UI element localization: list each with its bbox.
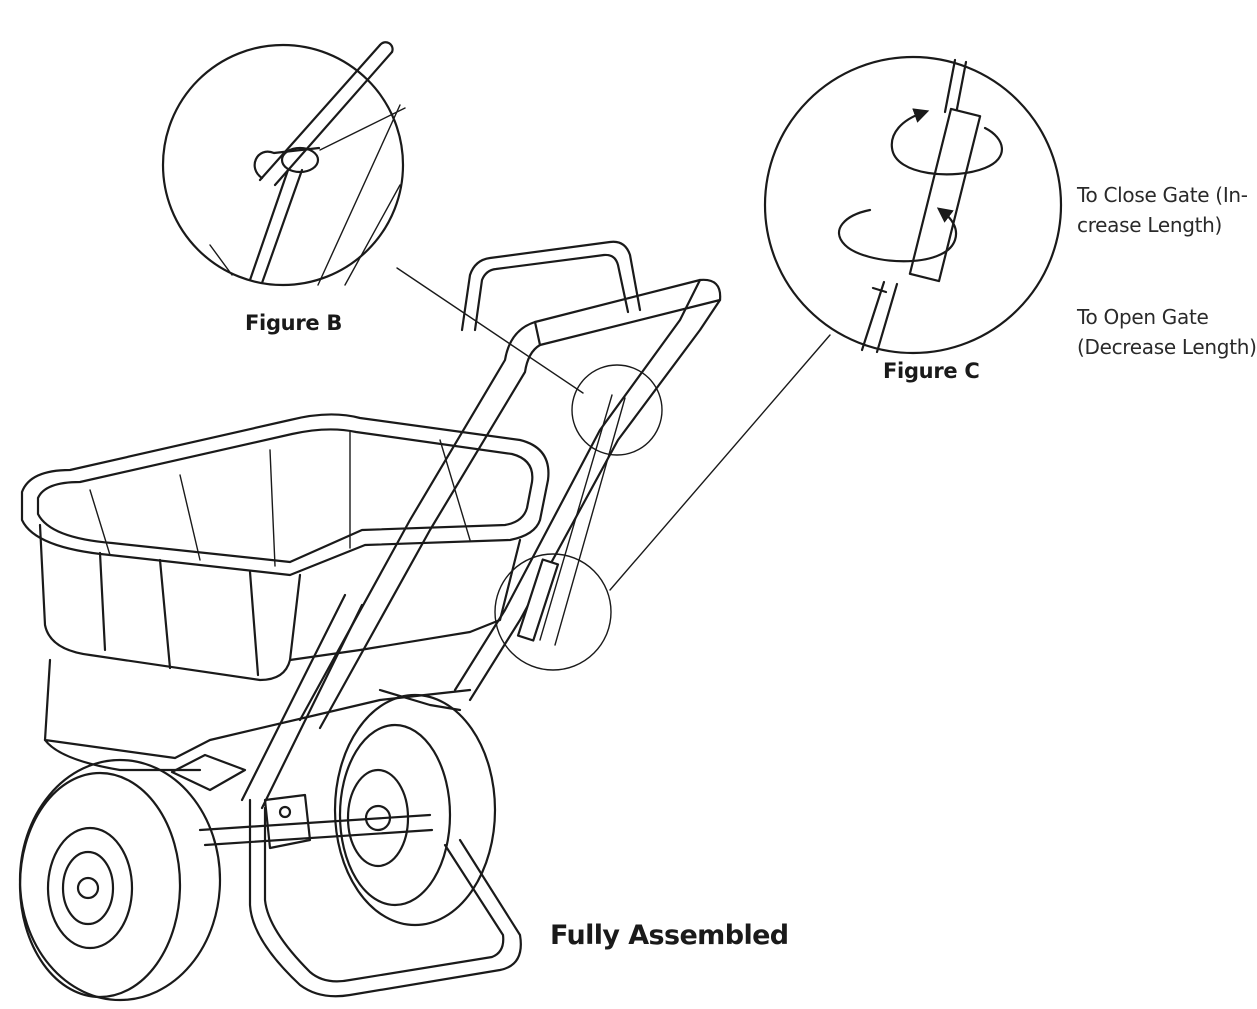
figure-b-detail <box>161 41 406 287</box>
open-gate-note: To Open Gate (Decrease Length) <box>1077 302 1257 362</box>
close-gate-note-line2: crease Length) <box>1077 213 1223 237</box>
figure-c-leader-line <box>609 334 831 591</box>
figure-c-detail <box>763 55 1063 355</box>
fully-assembled-caption: Fully Assembled <box>550 920 789 951</box>
figure-b-label: Figure B <box>245 311 343 335</box>
close-gate-note: To Close Gate (In- crease Length) <box>1077 180 1248 240</box>
close-gate-note-line1: To Close Gate (In- <box>1077 183 1248 207</box>
rotation-arrow-icon <box>890 108 1003 176</box>
figure-c-label: Figure C <box>883 359 980 383</box>
open-gate-note-line2: (Decrease Length) <box>1077 335 1257 359</box>
rotation-arrow-icon <box>838 207 958 263</box>
spreader <box>18 240 722 1002</box>
figure-b-leader-line <box>396 267 584 394</box>
open-gate-note-line1: To Open Gate <box>1077 305 1209 329</box>
